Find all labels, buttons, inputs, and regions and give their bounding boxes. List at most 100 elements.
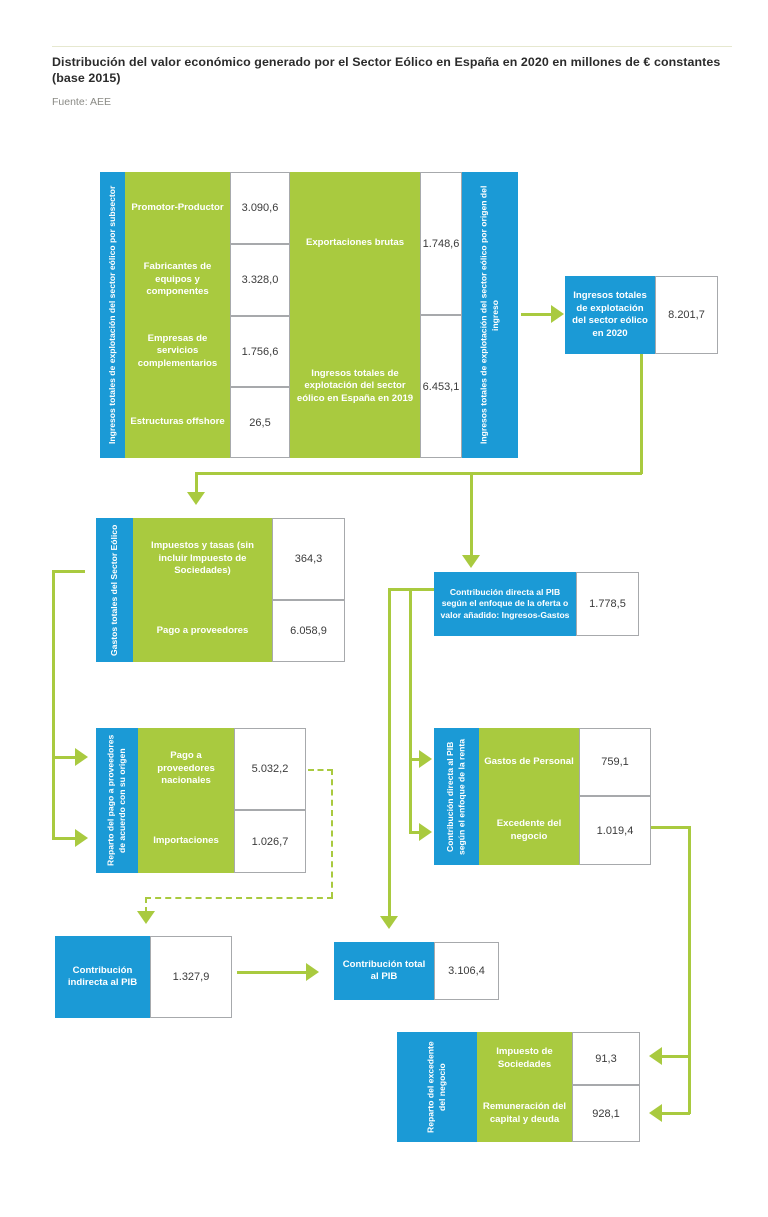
value-exportaciones-brutas-text: 1.748,6 xyxy=(422,237,460,250)
value-ingresos-2020: 8.201,7 xyxy=(655,276,718,354)
block-contrib-directa-renta-label: Contribución directa al PIB según el enf… xyxy=(434,728,479,865)
arrow-to-gastos xyxy=(187,492,205,505)
row-empresas-servicios-label: Empresas de servicios complementarios xyxy=(137,332,218,369)
row-importaciones-label: Importaciones xyxy=(153,835,219,847)
ingresos-2020-label-text: Ingresos totales de explotación del sect… xyxy=(572,290,648,339)
connector-2020-down xyxy=(640,354,643,474)
connector-to-gastos-down xyxy=(195,472,198,494)
value-estructuras-offshore: 26,5 xyxy=(230,387,290,458)
connector-branch-to-personal xyxy=(409,758,421,761)
value-contrib-directa-oferta-text: 1.778,5 xyxy=(589,598,626,610)
connector-branch-to-excedente xyxy=(409,831,421,834)
row-promotor-productor: Promotor-Productor xyxy=(125,172,230,244)
arrow-indirecta-to-total xyxy=(306,963,319,981)
block-contrib-directa-oferta-label: Contribución directa al PIB según el enf… xyxy=(434,572,576,636)
row-importaciones: Importaciones xyxy=(138,810,234,873)
row-excedente-negocio-label: Excedente del negocio xyxy=(496,818,562,842)
value-estructuras-offshore-text: 26,5 xyxy=(249,416,271,429)
value-ingresos-2019-text: 6.453,1 xyxy=(422,380,460,393)
value-contrib-directa-oferta: 1.778,5 xyxy=(576,572,639,636)
block-contrib-indirecta-label: Contribución indirecta al PIB xyxy=(55,936,150,1018)
contrib-directa-renta-label-text: Contribución directa al PIB según el enf… xyxy=(445,738,467,855)
block-ingresos-subsector-label: Ingresos totales de explotación del sect… xyxy=(100,172,125,458)
connector-gastos-bus-v xyxy=(52,570,55,838)
value-pago-proveedores-text: 6.058,9 xyxy=(290,625,327,637)
block-reparto-excedente-label: Reparto del excedente del negocio xyxy=(397,1032,477,1142)
value-pago-proveedores-nacionales: 5.032,2 xyxy=(234,728,306,810)
row-gastos-personal: Gastos de Personal xyxy=(479,728,579,796)
row-estructuras-offshore: Estructuras offshore xyxy=(125,387,230,458)
row-remuneracion-capital: Remuneración del capital y deuda xyxy=(477,1085,572,1142)
gastos-totales-label-text: Gastos totales del Sector Eólico xyxy=(108,524,119,656)
value-impuestos-tasas: 364,3 xyxy=(272,518,345,600)
ingresos-origen-label-text: Ingresos totales de explotación del sect… xyxy=(478,185,501,445)
block-ingresos-origen-label: Ingresos totales de explotación del sect… xyxy=(462,172,518,458)
value-promotor-productor: 3.090,6 xyxy=(230,172,290,244)
connector-bus-to-impuesto-sociedades xyxy=(662,1055,690,1058)
row-exportaciones-brutas: Exportaciones brutas xyxy=(290,172,420,315)
value-remuneracion-capital-text: 928,1 xyxy=(592,1107,620,1120)
row-gastos-personal-label: Gastos de Personal xyxy=(484,755,574,767)
row-ingresos-2019: Ingresos totales de explotación del sect… xyxy=(290,315,420,458)
connector-indirecta-to-total xyxy=(237,971,309,974)
row-remuneracion-capital-label: Remuneración del capital y deuda xyxy=(482,1101,567,1125)
header-rule xyxy=(52,46,732,47)
dashed-connector-right xyxy=(331,769,333,898)
row-estructuras-offshore-label: Estructuras offshore xyxy=(130,416,225,428)
value-impuestos-tasas-text: 364,3 xyxy=(294,553,323,565)
dashed-connector-down xyxy=(145,897,147,913)
ingresos-subsector-label-text: Ingresos totales de explotación del sect… xyxy=(106,185,117,445)
value-importaciones: 1.026,7 xyxy=(234,810,306,873)
row-ingresos-2019-label: Ingresos totales de explotación del sect… xyxy=(296,367,414,404)
value-fabricantes: 3.328,0 xyxy=(230,244,290,316)
block-gastos-totales-label: Gastos totales del Sector Eólico xyxy=(96,518,133,662)
value-exportaciones-brutas: 1.748,6 xyxy=(420,172,462,315)
reparto-pago-label-text: Reparto del pago a proveedores de acuerd… xyxy=(105,734,128,867)
row-impuesto-sociedades-label: Impuesto de Sociedades xyxy=(496,1046,553,1070)
reparto-excedente-label-text: Reparto del excedente del negocio xyxy=(425,1041,448,1133)
block-contrib-total-label: Contribución total al PIB xyxy=(334,942,434,1000)
row-impuesto-sociedades: Impuesto de Sociedades xyxy=(477,1032,572,1085)
value-excedente-negocio-text: 1.019,4 xyxy=(596,824,634,837)
connector-bus-to-pago-nacionales xyxy=(52,756,77,759)
value-contrib-indirecta-text: 1.327,9 xyxy=(172,971,210,983)
connector-oferta-bus-v xyxy=(388,588,391,918)
connector-origen-to-2020 xyxy=(521,313,553,316)
connector-bus-to-importaciones xyxy=(52,837,77,840)
connector-branch-renta-v xyxy=(409,588,412,833)
arrow-to-pago-nacionales xyxy=(75,748,88,766)
value-gastos-personal-text: 759,1 xyxy=(601,756,629,768)
value-pago-proveedores: 6.058,9 xyxy=(272,600,345,662)
block-reparto-pago-label: Reparto del pago a proveedores de acuerd… xyxy=(96,728,138,873)
value-impuesto-sociedades-text: 91,3 xyxy=(595,1052,617,1065)
row-impuestos-tasas: Impuestos y tasas (sin incluir Impuesto … xyxy=(133,518,272,600)
arrow-to-contrib-directa xyxy=(462,555,480,568)
row-pago-proveedores: Pago a proveedores xyxy=(133,600,272,662)
contrib-total-label-text: Contribución total al PIB xyxy=(342,958,426,983)
arrow-to-importaciones xyxy=(75,829,88,847)
dashed-connector-top xyxy=(308,769,333,771)
row-impuestos-tasas-label: Impuestos y tasas (sin incluir Impuesto … xyxy=(151,540,254,577)
block-ingresos-2020-label: Ingresos totales de explotación del sect… xyxy=(565,276,655,354)
arrow-to-gastos-personal xyxy=(419,750,432,768)
value-pago-nacionales-text: 5.032,2 xyxy=(251,763,289,775)
arrow-to-excedente xyxy=(419,823,432,841)
dashed-connector-bottom xyxy=(145,897,333,899)
connector-bus-to-remuneracion xyxy=(662,1112,690,1115)
row-promotor-productor-label: Promotor-Productor xyxy=(131,201,224,213)
value-promotor-productor-text: 3.090,6 xyxy=(241,202,279,214)
value-empresas-servicios: 1.756,6 xyxy=(230,316,290,387)
source-label: Fuente: AEE xyxy=(52,96,111,108)
contrib-indirecta-label-text: Contribución indirecta al PIB xyxy=(67,964,138,989)
value-remuneracion-capital: 928,1 xyxy=(572,1085,640,1142)
row-empresas-servicios: Empresas de servicios complementarios xyxy=(125,316,230,387)
value-impuesto-sociedades: 91,3 xyxy=(572,1032,640,1085)
row-pago-proveedores-label: Pago a proveedores xyxy=(156,624,249,636)
contrib-directa-oferta-label-text: Contribución directa al PIB según el enf… xyxy=(440,586,570,620)
connector-2020-left xyxy=(195,472,642,475)
connector-to-contrib-directa-down xyxy=(470,472,473,557)
row-fabricantes: Fabricantes de equipos y componentes xyxy=(125,244,230,316)
value-fabricantes-text: 3.328,0 xyxy=(241,274,279,286)
arrow-to-remuneracion xyxy=(649,1104,662,1122)
